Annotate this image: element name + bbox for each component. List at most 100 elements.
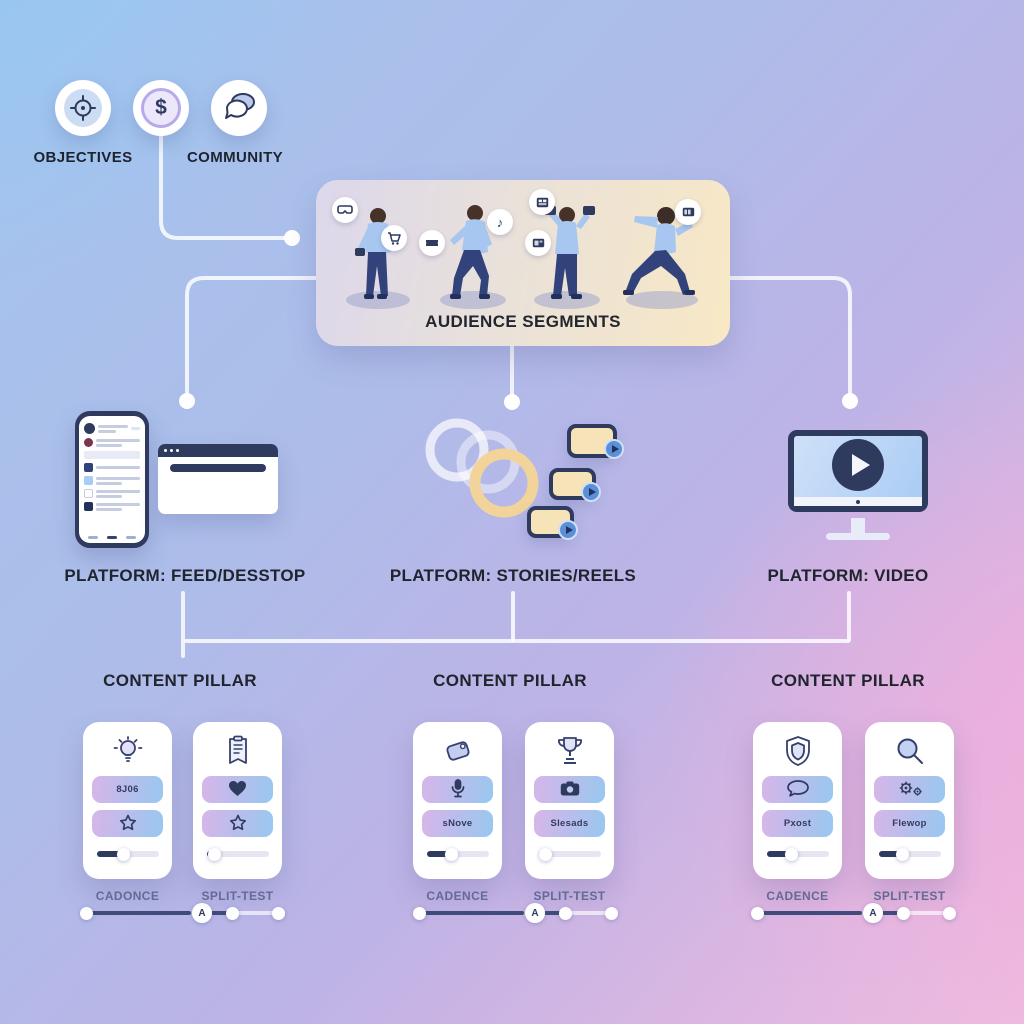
slider-track-filled bbox=[544, 911, 566, 915]
audience-figure bbox=[614, 200, 704, 310]
cadence-label: CADENCE bbox=[766, 889, 829, 903]
phone-notch bbox=[99, 411, 125, 416]
objectives-circle bbox=[55, 80, 111, 136]
slider-track-empty bbox=[566, 911, 611, 915]
card-button[interactable]: Pxost bbox=[762, 810, 833, 837]
browser-search-bar bbox=[170, 464, 266, 472]
play-icon bbox=[832, 439, 884, 492]
slider-handle[interactable] bbox=[605, 906, 618, 920]
clipboard-icon bbox=[226, 733, 250, 769]
music-note-icon: ♪ bbox=[487, 209, 513, 235]
slider-handle[interactable] bbox=[559, 906, 572, 920]
pillar-card: Flewop bbox=[865, 722, 954, 879]
camera-button[interactable] bbox=[534, 776, 605, 803]
monitor-stand bbox=[851, 518, 865, 534]
slider-track-filled bbox=[882, 911, 904, 915]
pillar-card: Slesads bbox=[525, 722, 614, 879]
microphone-button[interactable] bbox=[422, 776, 493, 803]
gears-icon bbox=[897, 780, 923, 800]
card-button[interactable]: Slesads bbox=[534, 810, 605, 837]
audience-figure bbox=[522, 200, 612, 310]
slider-track-empty bbox=[233, 911, 278, 915]
community-label: COMMUNITY bbox=[186, 149, 284, 166]
slider-track-filled bbox=[758, 911, 862, 915]
play-icon bbox=[581, 482, 601, 502]
target-icon bbox=[64, 89, 102, 127]
slider-handle[interactable] bbox=[413, 906, 426, 920]
play-icon bbox=[604, 439, 624, 459]
progress-slider[interactable] bbox=[766, 847, 829, 861]
phone-feed-mockup bbox=[75, 411, 149, 548]
split-test-label: SPLIT-TEST bbox=[873, 889, 946, 903]
play-icon bbox=[558, 520, 578, 540]
trophy-icon bbox=[554, 733, 586, 769]
film-icon bbox=[529, 189, 555, 215]
cadence-label: CADENCE bbox=[426, 889, 489, 903]
slider-track-filled bbox=[211, 911, 233, 915]
chat-bubbles-icon bbox=[221, 90, 257, 127]
audience-segments-panel: ♪ AUDIENCE SEGMENTS bbox=[316, 180, 730, 346]
tag-icon bbox=[442, 733, 474, 769]
variant-a-badge[interactable]: A bbox=[863, 903, 883, 923]
slider-track-filled bbox=[87, 911, 191, 915]
slider-track-empty bbox=[904, 911, 949, 915]
progress-slider[interactable] bbox=[538, 847, 601, 861]
pillar-card bbox=[193, 722, 282, 879]
audience-segments-label: AUDIENCE SEGMENTS bbox=[425, 312, 621, 331]
slider-handle[interactable] bbox=[272, 906, 285, 920]
browser-title-bar bbox=[158, 444, 278, 457]
ab-test-slider: A bbox=[80, 903, 285, 923]
card-button[interactable]: 8J06 bbox=[92, 776, 163, 803]
card-button[interactable]: sNove bbox=[422, 810, 493, 837]
variant-a-badge[interactable]: A bbox=[192, 903, 212, 923]
speech-bubble-icon bbox=[786, 779, 809, 800]
slider-handle[interactable] bbox=[897, 906, 910, 920]
pillar-card: 8J06 bbox=[83, 722, 172, 879]
slider-handle[interactable] bbox=[943, 906, 956, 920]
lightbulb-icon bbox=[113, 733, 143, 769]
shopping-cart-icon bbox=[381, 225, 407, 251]
split-test-label: SPLIT-TEST bbox=[533, 889, 606, 903]
microphone-icon bbox=[451, 778, 465, 801]
content-pillar-title: CONTENT PILLAR bbox=[103, 671, 257, 690]
magnifier-icon bbox=[895, 733, 925, 769]
settings-button[interactable] bbox=[874, 776, 945, 803]
heart-icon bbox=[228, 780, 247, 800]
ticket-icon bbox=[419, 230, 445, 256]
phone-nav-bar bbox=[84, 536, 140, 539]
variant-a-badge[interactable]: A bbox=[525, 903, 545, 923]
comment-button[interactable] bbox=[762, 776, 833, 803]
platform-stories-reels-label: PLATFORM: STORIES/REELS bbox=[389, 566, 637, 585]
slider-track-filled bbox=[420, 911, 524, 915]
browser-window-mockup bbox=[158, 444, 278, 514]
content-pillar-title: CONTENT PILLAR bbox=[771, 671, 925, 690]
community-circle bbox=[211, 80, 267, 136]
shield-icon bbox=[784, 733, 812, 769]
stories-reels-illustration bbox=[415, 412, 630, 562]
star-button[interactable] bbox=[202, 810, 273, 837]
video-clip-icon bbox=[675, 199, 701, 225]
audience-figure bbox=[428, 200, 518, 310]
progress-slider[interactable] bbox=[206, 847, 269, 861]
budget-circle: $ bbox=[133, 80, 189, 136]
card-button[interactable]: Flewop bbox=[874, 810, 945, 837]
star-button[interactable] bbox=[92, 810, 163, 837]
platform-video-label: PLATFORM: VIDEO bbox=[767, 566, 929, 585]
progress-slider[interactable] bbox=[96, 847, 159, 861]
monitor-chin bbox=[794, 497, 922, 506]
objectives-label: OBJECTIVES bbox=[33, 149, 133, 166]
progress-slider[interactable] bbox=[426, 847, 489, 861]
cadence-label: CADONCE bbox=[95, 889, 160, 903]
slider-handle[interactable] bbox=[80, 906, 93, 920]
progress-slider[interactable] bbox=[878, 847, 941, 861]
vr-goggles-icon bbox=[332, 197, 358, 223]
heart-button[interactable] bbox=[202, 776, 273, 803]
ab-test-slider: A bbox=[413, 903, 618, 923]
desktop-video-mockup bbox=[788, 430, 928, 512]
media-card-icon bbox=[525, 230, 551, 256]
slider-handle[interactable] bbox=[751, 906, 764, 920]
monitor-base bbox=[826, 533, 890, 540]
slider-handle[interactable] bbox=[226, 906, 239, 920]
camera-icon bbox=[560, 781, 580, 799]
